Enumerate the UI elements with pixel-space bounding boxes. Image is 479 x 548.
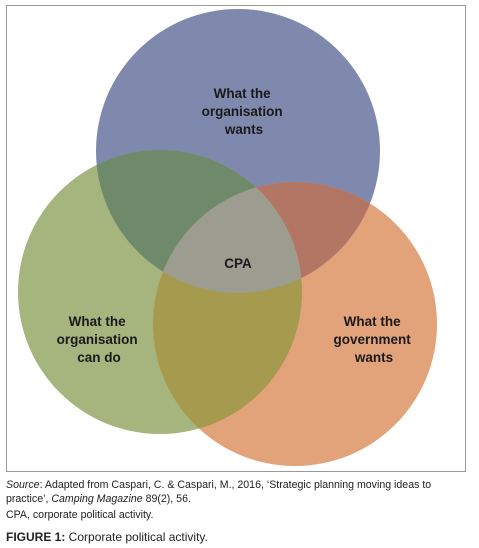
figure-caption: Source: Adapted from Caspari, C. & Caspa… <box>6 478 474 522</box>
source-lead: Source <box>6 479 40 491</box>
intersection-all <box>153 182 302 293</box>
figure-frame: What the organisation wants CPA What the… <box>6 5 466 472</box>
label-organisation-can-do: What the organisation can do <box>57 314 142 365</box>
source-note: Source: Adapted from Caspari, C. & Caspa… <box>6 478 474 506</box>
source-text-1: : Adapted from Caspari, C. & Caspari, M.… <box>6 479 432 505</box>
abbreviation-note: CPA, corporate political activity. <box>6 509 154 521</box>
figure-title-text: Corporate political activity. <box>65 530 208 544</box>
label-organisation-wants: What the organisation wants <box>202 86 287 137</box>
source-journal: Camping Magazine <box>51 493 143 505</box>
figure-title: FIGURE 1: Corporate political activity. <box>6 530 208 544</box>
figure-number: FIGURE 1: <box>6 530 66 544</box>
label-government-wants: What the government wants <box>333 314 414 365</box>
venn-diagram: What the organisation wants CPA What the… <box>18 9 437 466</box>
source-text-2: 89(2), 56. <box>142 493 191 505</box>
label-cpa: CPA <box>224 256 252 271</box>
